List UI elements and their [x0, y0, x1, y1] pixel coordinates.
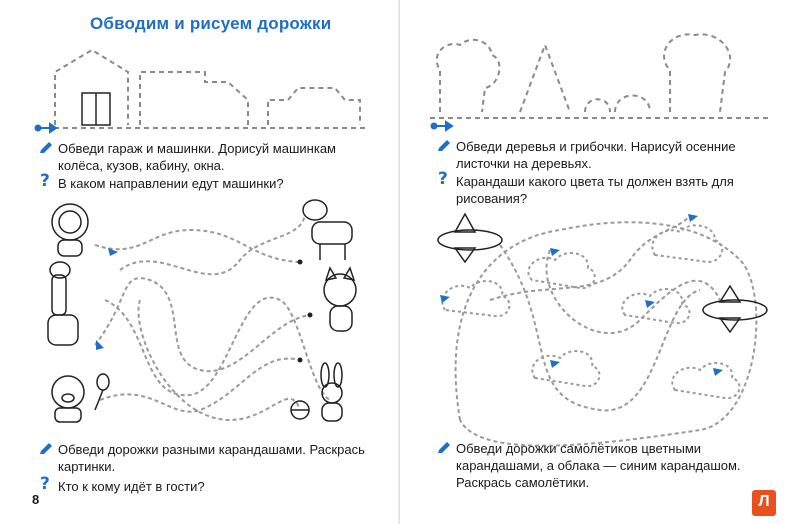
publisher-logo: Л [752, 490, 776, 516]
instruction-line: Раскрась самолётики. [456, 475, 590, 490]
page-number: 8 [32, 492, 40, 507]
cloud-icon [527, 252, 596, 290]
question-mark-icon: ? [40, 474, 50, 494]
trees-and-mushrooms-tracing [430, 33, 770, 132]
page-title: Обводим и рисуем дорожки [90, 14, 332, 33]
airplane-icon [437, 212, 503, 264]
ball-icon [290, 400, 310, 420]
rabbit-icon [320, 362, 343, 422]
question-text: Карандаши какого цвета ты должен взять д… [456, 174, 734, 189]
arrow-icon [34, 122, 58, 134]
question-3: ? Карандаши какого цвета ты должен взять… [438, 171, 734, 207]
pencil-icon [438, 442, 450, 453]
cloud-icon [441, 280, 511, 318]
animal-maze [47, 199, 357, 423]
publisher-logo-letter: Л [758, 493, 770, 510]
airplane-icon [702, 284, 768, 334]
zebra-icon [302, 199, 353, 260]
pencil-icon [40, 443, 52, 454]
pencil-icon [438, 140, 450, 151]
start-arrows [96, 248, 313, 363]
right-page: Обведи деревья и грибочки. Нарисуй осенн… [400, 0, 800, 524]
question-text: рисования? [456, 191, 528, 206]
instruction-line: картинки. [58, 459, 116, 474]
balloon-icon [94, 373, 110, 411]
instruction-line: Обведи гараж и машинки. Дорисуй машинкам [58, 141, 336, 156]
question-1: ? В каком направлении едут машинки? [40, 173, 284, 192]
lion-icon [51, 203, 89, 257]
instruction-line: Обведи дорожки разными карандашами. Раск… [58, 442, 365, 457]
garage-door [81, 92, 111, 126]
question-2: ? Кто к кому идёт в гости? [40, 476, 205, 495]
plane-markers [440, 214, 723, 376]
cloud-icon [531, 350, 601, 388]
instruction-line: Обведи деревья и грибочки. Нарисуй осенн… [456, 139, 736, 154]
question-mark-icon: ? [40, 171, 50, 191]
airplane-maze [437, 212, 768, 447]
question-text: Кто к кому идёт в гости? [58, 479, 205, 494]
instruction-3: Обведи деревья и грибочки. Нарисуй осенн… [438, 138, 736, 172]
cloud-icon [651, 224, 724, 264]
cloud-icon [621, 288, 691, 325]
question-mark-icon: ? [438, 169, 448, 189]
instruction-line: Обведи дорожки самолётиков цветными [456, 441, 702, 456]
cat-icon [323, 266, 357, 332]
clouds [441, 224, 741, 400]
giraffe-icon [47, 261, 79, 346]
instruction-line: листочки на деревьях. [456, 156, 592, 171]
arrow-icon [430, 120, 454, 132]
instruction-4: Обведи дорожки самолётиков цветными кара… [438, 440, 741, 491]
instruction-1: Обведи гараж и машинки. Дорисуй машинкам… [40, 140, 336, 174]
pig-icon [51, 375, 85, 423]
pencil-icon [40, 142, 52, 153]
instruction-line: карандашами, а облака — синим карандашом… [456, 458, 741, 473]
cloud-icon [671, 362, 741, 400]
instruction-line: колёса, кузов, кабину, окна. [58, 158, 225, 173]
left-page: Обводим и рисуем дорожки Обведи гараж и … [32, 14, 365, 507]
question-text: В каком направлении едут машинки? [58, 176, 284, 191]
instruction-2: Обведи дорожки разными карандашами. Раск… [40, 441, 365, 475]
garage-and-cars-tracing [34, 48, 365, 134]
